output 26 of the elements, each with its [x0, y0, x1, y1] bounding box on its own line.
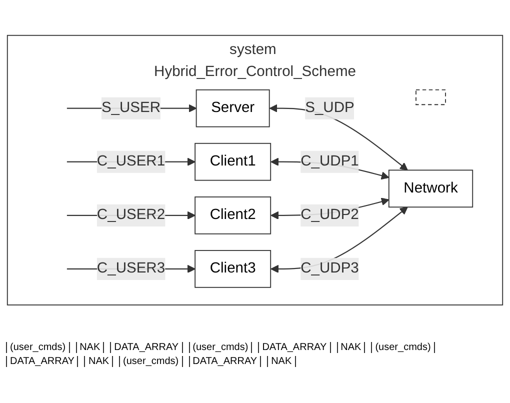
- edge-label: C_UDP2: [300, 206, 359, 223]
- signal-list: (user_cmds): [371, 342, 435, 353]
- edge-label: C_USER3: [96, 260, 166, 276]
- signal-list: (user_cmds): [188, 342, 252, 353]
- signal-list: (user_cmds): [6, 342, 70, 353]
- signal-list: NAK: [84, 356, 114, 367]
- node-box: Client2: [194, 196, 272, 234]
- signal-list: NAK: [76, 342, 104, 353]
- edge-label: C_UDP1: [300, 153, 359, 170]
- edge-label: C_UDP3: [300, 260, 359, 276]
- signal-list: NAK: [336, 342, 366, 353]
- signal-list: (user_cmds): [119, 356, 183, 367]
- edge-label: S_USER: [101, 100, 161, 116]
- node-box: [416, 89, 446, 105]
- signal-list: NAK: [267, 356, 296, 367]
- signal-list: DATA_ARRAY: [110, 342, 183, 353]
- node-box: Client1: [194, 142, 272, 181]
- edge-label: C_USER2: [96, 206, 166, 223]
- signal-list: DATA_ARRAY: [258, 342, 331, 353]
- signal-list: DATA_ARRAY: [188, 356, 262, 367]
- edge-label: C_USER1: [96, 153, 166, 170]
- node-box: Server: [196, 89, 270, 128]
- signal-list: DATA_ARRAY: [6, 356, 78, 367]
- node-box: Client3: [194, 250, 272, 288]
- edge-label: S_UDP: [305, 100, 354, 116]
- node-box: Network: [388, 170, 474, 208]
